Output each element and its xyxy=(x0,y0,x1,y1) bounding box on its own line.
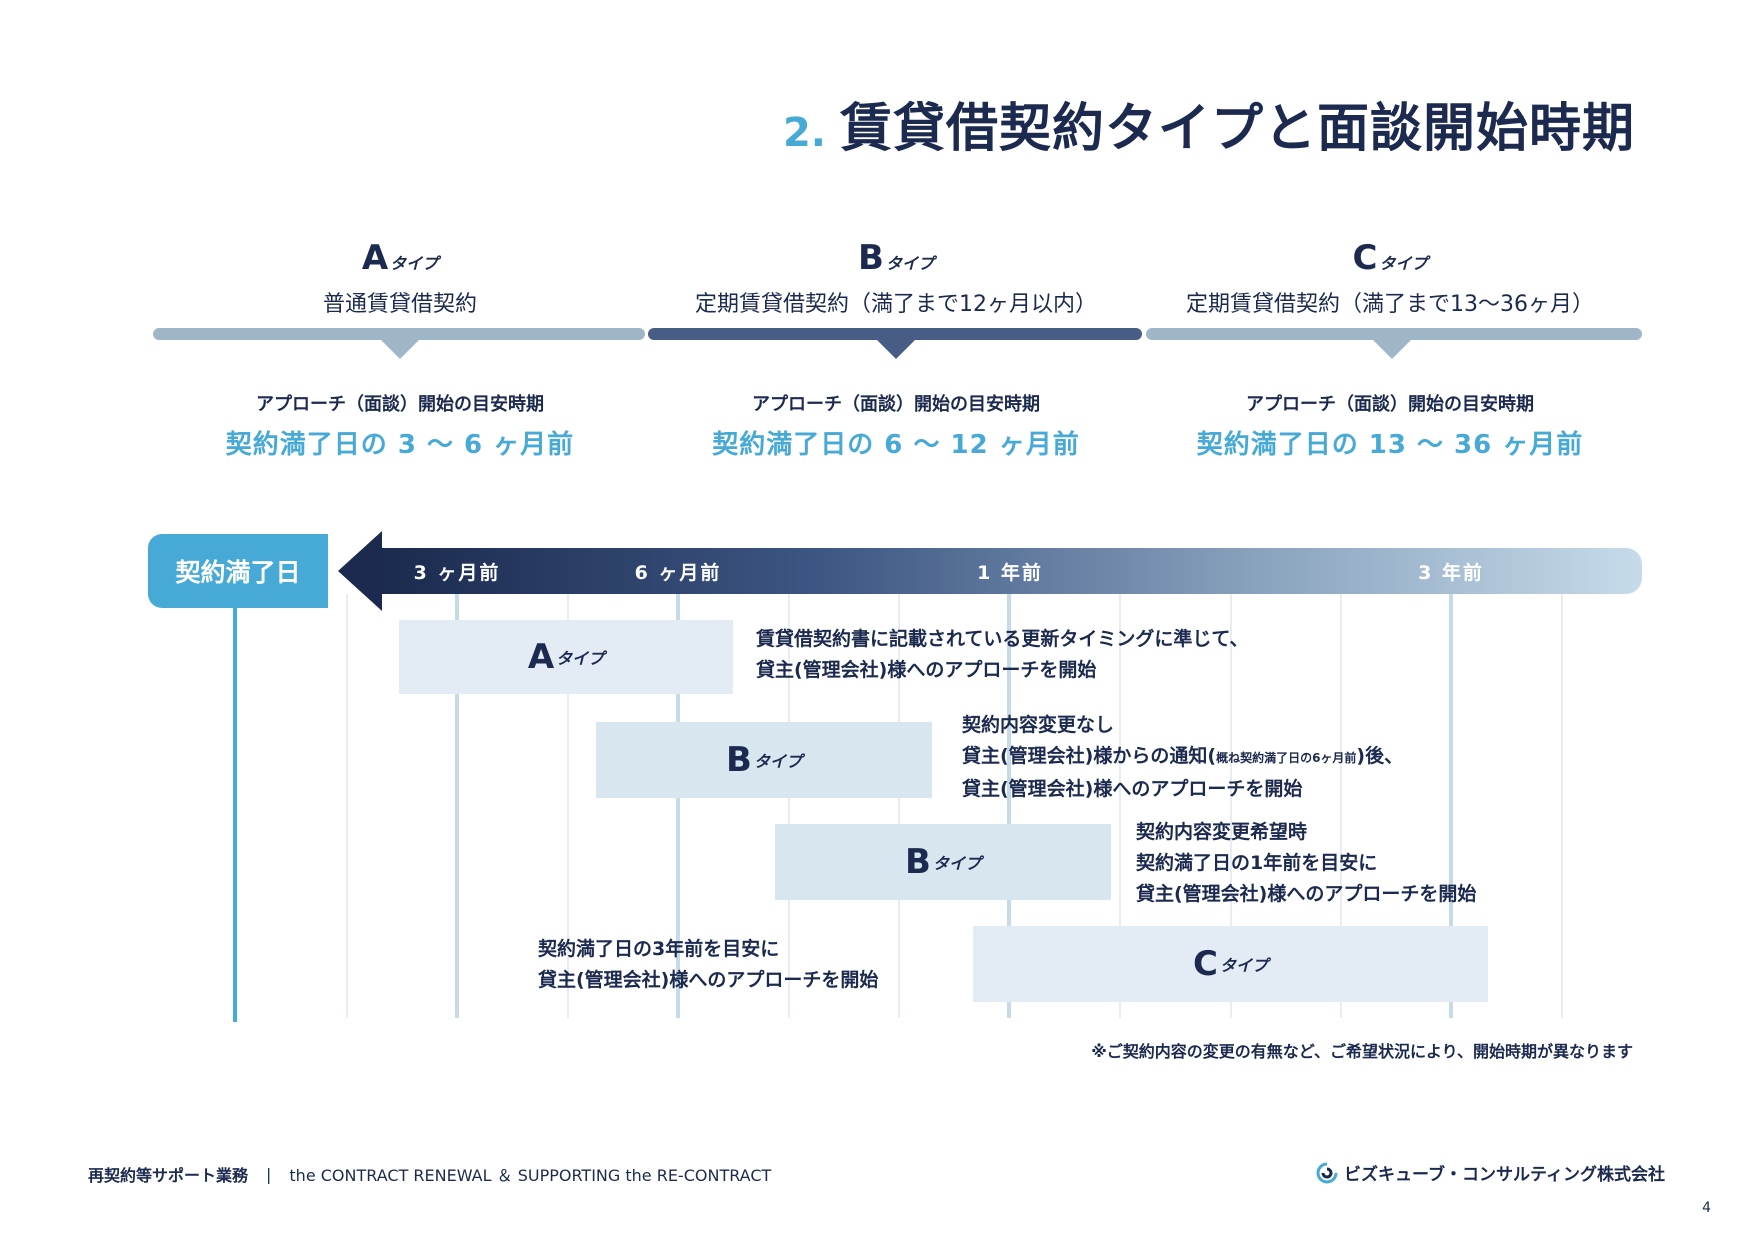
type-b-approach-value: 契約満了日の 6 ～ 12 ヶ月前 xyxy=(712,430,1080,460)
company-name: ビズキューブ・コンサルティング株式会社 xyxy=(1344,1165,1665,1185)
footer-left: 再契約等サポート業務 | the CONTRACT RENEWAL ＆ SUPP… xyxy=(88,1162,771,1186)
footer-company: ビズキューブ・コンサルティング株式会社 xyxy=(1316,1160,1665,1185)
type-b-band xyxy=(648,328,1142,340)
tick-label-3-months: 3 ヶ月前 xyxy=(413,562,501,584)
tick-label-1-year: 1 年前 xyxy=(977,562,1043,584)
grid-line xyxy=(1230,594,1232,1018)
grid-line-3-years xyxy=(1449,594,1453,1018)
expiry-date-line xyxy=(233,606,237,1022)
timeline-arrow-body xyxy=(380,548,1642,594)
type-b-no-change-description: 契約内容変更なし 貸主(管理会社)様からの通知(概ね契約満了日の6ヶ月前)後、 … xyxy=(962,714,1404,800)
type-a-subtitle: 普通賃貸借契約 xyxy=(322,292,477,317)
grid-line xyxy=(788,594,790,1018)
grid-line-1-year xyxy=(1007,594,1011,1018)
grid-line xyxy=(1119,594,1121,1018)
footer-service-name: 再契約等サポート業務 xyxy=(88,1166,249,1185)
expiry-date-label: 契約満了日 xyxy=(148,534,328,608)
type-c-approach-value: 契約満了日の 13 ～ 36 ヶ月前 xyxy=(1196,430,1584,460)
grid-line xyxy=(346,594,348,1018)
type-a-approach-label: アプローチ（面談）開始の目安時期 xyxy=(256,394,544,415)
tick-label-3-years: 3 年前 xyxy=(1418,562,1484,584)
type-b-change-description: 契約内容変更希望時 契約満了日の1年前を目安に 貸主(管理会社)様へのアプローチ… xyxy=(1136,821,1477,905)
type-a-approach-value: 契約満了日の 3 ～ 6 ヶ月前 xyxy=(225,430,575,460)
type-c-subtitle: 定期賃貸借契約（満了まで13～36ヶ月） xyxy=(1186,292,1594,317)
grid-line xyxy=(898,594,900,1018)
type-c-description: 契約満了日の3年前を目安に 貸主(管理会社)様へのアプローチを開始 xyxy=(538,938,879,991)
type-b-pointer xyxy=(876,339,916,359)
footnote: ※ご契約内容の変更の有無など、ご希望状況により、開始時期が異なります xyxy=(1091,1042,1633,1061)
grid-line-6-months xyxy=(676,594,680,1018)
page-number: 4 xyxy=(1702,1200,1711,1216)
footer-english-title: the CONTRACT RENEWAL ＆ SUPPORTING the RE… xyxy=(289,1166,772,1185)
grid-line xyxy=(567,594,569,1018)
type-c-pointer xyxy=(1372,339,1412,359)
title-number: 2. xyxy=(782,110,826,156)
type-b-subtitle: 定期賃貸借契約（満了まで12ヶ月以内） xyxy=(695,292,1097,317)
tick-label-6-months: 6 ヶ月前 xyxy=(634,562,722,584)
type-b-approach-label: アプローチ（面談）開始の目安時期 xyxy=(752,394,1040,415)
type-a-band xyxy=(153,328,645,340)
type-a-description: 賃貸借契約書に記載されている更新タイミングに準じて、 貸主(管理会社)様へのアプ… xyxy=(756,628,1249,681)
grid-line xyxy=(1561,594,1563,1018)
type-c-approach-label: アプローチ（面談）開始の目安時期 xyxy=(1246,394,1534,415)
grid-line xyxy=(1340,594,1342,1018)
company-logo-icon xyxy=(1316,1162,1338,1183)
footer-separator: | xyxy=(266,1164,272,1184)
timeline-arrow-head xyxy=(338,531,382,611)
page-title: 2. 賃貸借契約タイプと面談開始時期 xyxy=(782,86,1635,159)
title-text: 賃貸借契約タイプと面談開始時期 xyxy=(839,99,1635,159)
type-c-band xyxy=(1146,328,1642,340)
grid-line-3-months xyxy=(455,594,459,1018)
type-a-pointer xyxy=(380,339,420,359)
